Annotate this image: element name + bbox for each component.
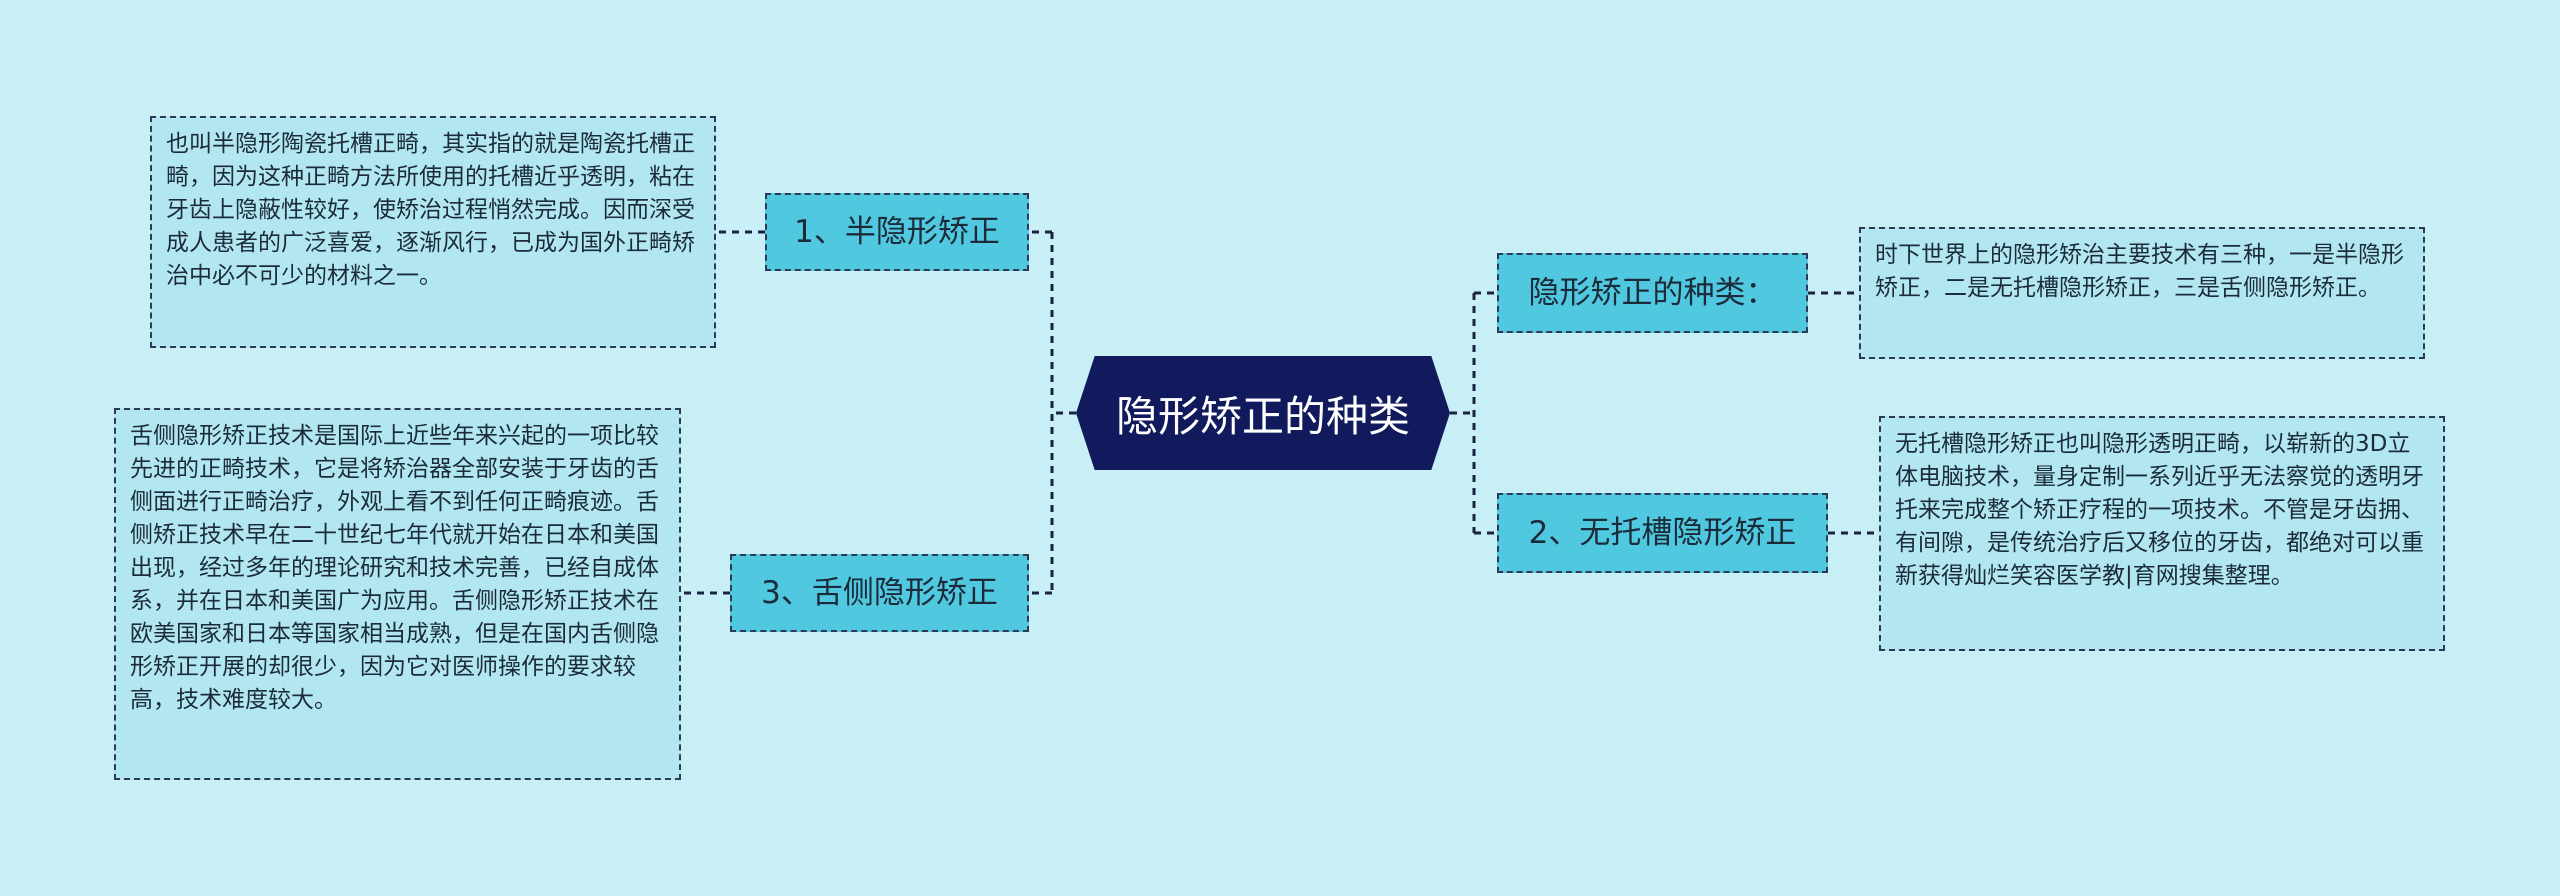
central-topic-label: 隐形矫正的种类 [1115, 391, 1410, 441]
branch-types-label: 隐形矫正的种类： [1528, 274, 1777, 311]
branch-semi-invisible[interactable]: 1、半隐形矫正 [765, 193, 1029, 271]
branch-clear-aligner-label: 2、无托槽隐形矫正 [1528, 514, 1797, 551]
leaf-clear-aligner-detail: 无托槽隐形矫正也叫隐形透明正畸，以崭新的3D立体电脑技术，量身定制一系列近乎无法… [1879, 416, 2445, 651]
leaf-types-detail: 时下世界上的隐形矫治主要技术有三种，一是半隐形矫正，二是无托槽隐形矫正，三是舌侧… [1859, 227, 2425, 359]
branch-clear-aligner[interactable]: 2、无托槽隐形矫正 [1497, 493, 1828, 573]
branch-semi-invisible-label: 1、半隐形矫正 [794, 213, 1000, 250]
leaf-semi-invisible-detail: 也叫半隐形陶瓷托槽正畸，其实指的就是陶瓷托槽正畸，因为这种正畸方法所使用的托槽近… [150, 116, 716, 348]
leaf-semi-invisible-text: 也叫半隐形陶瓷托槽正畸，其实指的就是陶瓷托槽正畸，因为这种正畸方法所使用的托槽近… [166, 131, 695, 289]
central-topic[interactable]: 隐形矫正的种类 [1076, 356, 1450, 470]
branch-lingual-label: 3、舌侧隐形矫正 [761, 574, 998, 611]
leaf-clear-aligner-text: 无托槽隐形矫正也叫隐形透明正畸，以崭新的3D立体电脑技术，量身定制一系列近乎无法… [1895, 431, 2424, 589]
central-topic-shape [1076, 356, 1450, 470]
leaf-lingual-detail: 舌侧隐形矫正技术是国际上近些年来兴起的一项比较先进的正畸技术，它是将矫治器全部安… [114, 408, 681, 780]
leaf-lingual-text: 舌侧隐形矫正技术是国际上近些年来兴起的一项比较先进的正畸技术，它是将矫治器全部安… [130, 423, 659, 713]
branch-types[interactable]: 隐形矫正的种类： [1497, 253, 1808, 333]
branch-lingual[interactable]: 3、舌侧隐形矫正 [730, 554, 1029, 632]
leaf-types-text: 时下世界上的隐形矫治主要技术有三种，一是半隐形矫正，二是无托槽隐形矫正，三是舌侧… [1875, 242, 2404, 301]
